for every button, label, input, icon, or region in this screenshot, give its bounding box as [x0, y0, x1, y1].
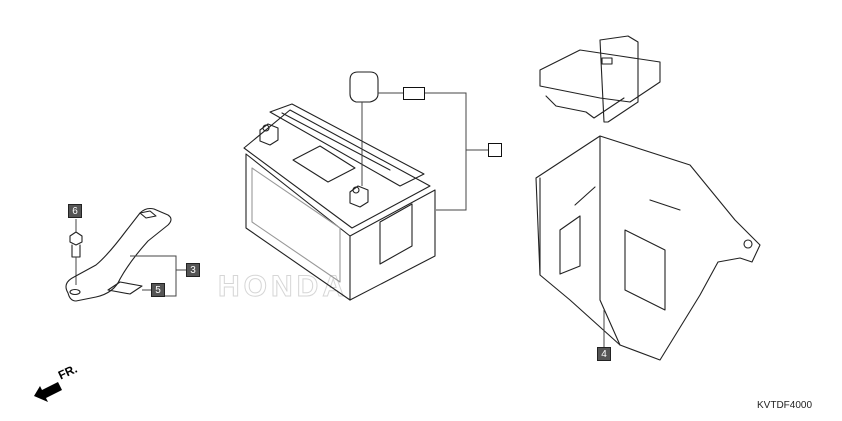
battery-part	[243, 103, 436, 301]
battery-band-part	[65, 207, 172, 302]
callout-bolt[interactable]: 6	[68, 204, 82, 218]
callout-rubber-pad[interactable]: 5	[151, 283, 165, 297]
rubber-pad-part	[107, 281, 143, 295]
battery-box-part	[535, 35, 761, 361]
callout-battery-cap[interactable]	[403, 87, 425, 100]
callout-battery-band[interactable]: 3	[186, 263, 200, 277]
callout-battery-box[interactable]: 4	[597, 347, 611, 361]
honda-watermark: HONDA	[218, 270, 348, 304]
bolt-part	[69, 219, 83, 285]
callout-battery[interactable]	[488, 143, 502, 157]
arrow-down-left-icon	[34, 382, 62, 402]
battery-cap-part	[349, 71, 379, 103]
diagram-code: KVTDF4000	[757, 400, 813, 411]
